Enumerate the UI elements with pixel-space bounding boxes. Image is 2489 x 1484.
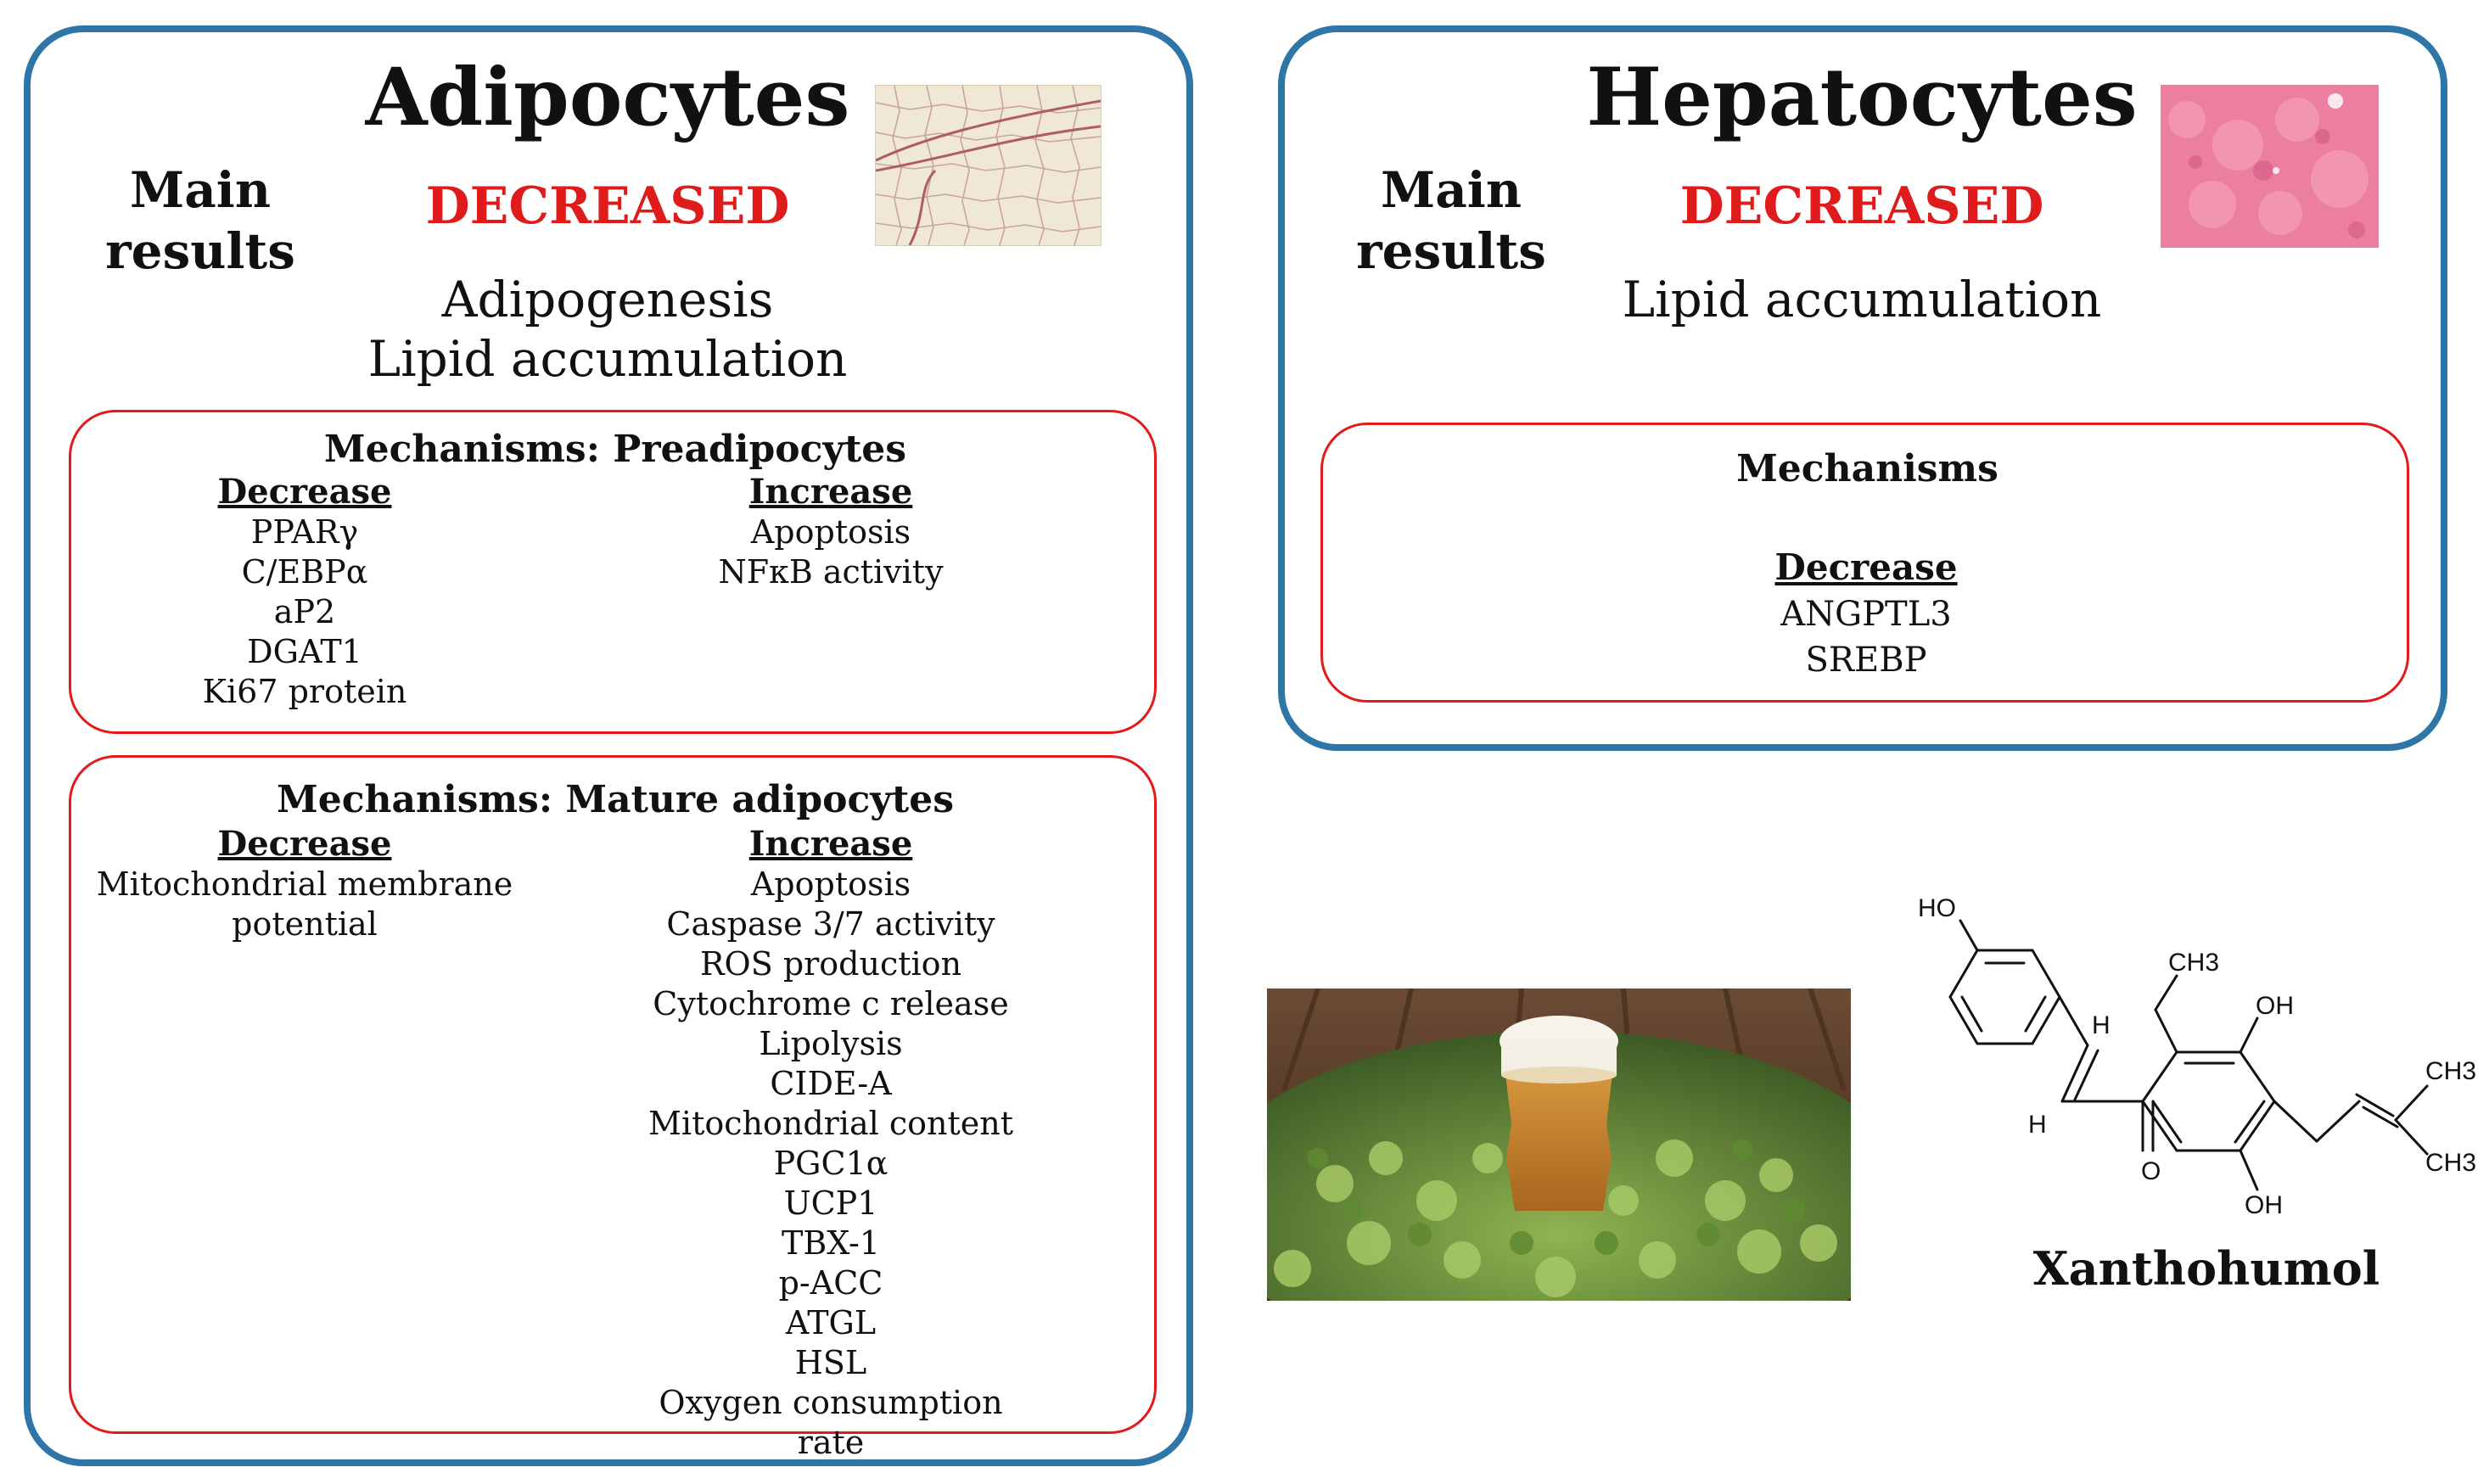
list-item: aP2: [273, 593, 336, 630]
increase-header: Increase: [748, 824, 913, 864]
molecule-atom-label: CH3: [2425, 1057, 2476, 1085]
list-item: Apoptosis: [750, 513, 911, 551]
adipose-histology-image: [875, 85, 1102, 246]
increase-header: Increase: [748, 472, 913, 512]
hepatocytes-results-list: Lipid accumulation: [1522, 270, 2201, 329]
mature-decrease-column: Decrease Mitochondrial membrane potentia…: [84, 824, 525, 944]
list-item: CIDE-A: [770, 1065, 892, 1102]
adipocytes-decreased-label: DECREASED: [425, 176, 790, 236]
molecule-atom-label: CH3: [2168, 949, 2219, 977]
result-item: Adipogenesis: [441, 271, 774, 328]
beer-hops-photo-svg: [1267, 988, 1851, 1301]
decrease-header: Decrease: [217, 824, 392, 864]
hepatocytes-main-results-label: Main results: [1356, 161, 1546, 280]
result-item: Lipid accumulation: [1622, 271, 2102, 328]
list-item: SREBP: [1805, 641, 1927, 680]
preadipocytes-increase-column: Increase Apoptosis NFκB activity: [691, 472, 971, 592]
xanthohumol-structure: HO CH3 OH H H O OH CH3 CH3: [1901, 882, 2486, 1307]
preadipocytes-decrease-column: Decrease PPARγ C/EBPα aP2 DGAT1 Ki67 pro…: [177, 472, 432, 712]
molecule-atom-label: O: [2141, 1157, 2161, 1185]
molecule-atom-label: OH: [2256, 992, 2294, 1020]
list-item: HSL: [794, 1344, 867, 1381]
hepatocytes-decrease-column: Decrease ANGPTL3 SREBP: [1654, 544, 2078, 683]
list-item: ATGL: [785, 1304, 877, 1341]
decrease-header: Decrease: [217, 472, 392, 512]
hepatocytes-panel: Hepatocytes Main results DECREASED Lipid…: [1278, 25, 2447, 751]
list-item: Caspase 3/7 activity: [666, 905, 995, 943]
xanthohumol-structure-svg: HO CH3 OH H H O OH CH3 CH3: [1918, 894, 2476, 1219]
mature-adipocytes-mechanisms-title: Mechanisms: Mature adipocytes: [277, 778, 954, 821]
list-item: Mitochondrial membrane: [96, 865, 513, 903]
list-item: potential: [232, 905, 378, 943]
mature-adipocytes-mechanisms-box: Mechanisms: Mature adipocytes Decrease M…: [69, 755, 1157, 1461]
molecule-atom-label: H: [2092, 1011, 2111, 1039]
preadipocytes-mechanisms-title: Mechanisms: Preadipocytes: [323, 428, 907, 471]
list-item: TBX-1: [782, 1224, 880, 1262]
molecule-atom-label: HO: [1918, 894, 1956, 922]
hepatocytes-mechanisms-title: Mechanisms: [1736, 447, 1998, 490]
list-item: ANGPTL3: [1780, 595, 1952, 634]
molecule-atom-label: OH: [2245, 1191, 2283, 1219]
list-item: PPARγ: [250, 513, 359, 551]
preadipocytes-mechanisms-box: Mechanisms: Preadipocytes Decrease PPARγ…: [69, 410, 1157, 734]
list-item: Apoptosis: [750, 865, 911, 903]
list-item: Ki67 protein: [202, 673, 407, 710]
list-item: DGAT1: [247, 633, 362, 670]
liver-histology-svg: [2161, 86, 2378, 247]
list-item: ROS production: [699, 945, 962, 983]
decrease-header: Decrease: [1774, 546, 1958, 588]
list-item: C/EBPα: [241, 553, 368, 591]
result-item: Lipid accumulation: [367, 330, 848, 388]
list-item: Mitochondrial content: [648, 1105, 1013, 1142]
adipocytes-title: Adipocytes: [365, 51, 850, 144]
list-item: p-ACC: [778, 1264, 883, 1302]
beer-hops-photo: [1267, 988, 1851, 1301]
adipocytes-main-results-label: Main results: [105, 161, 295, 280]
xanthohumol-label: Xanthohumol: [2032, 1241, 2380, 1296]
list-item: Oxygen consumption rate: [659, 1384, 1003, 1461]
molecule-atom-label: CH3: [2425, 1149, 2476, 1177]
hepatocytes-decreased-label: DECREASED: [1679, 176, 2044, 236]
hepatocytes-title: Hepatocytes: [1586, 51, 2138, 144]
liver-histology-image: [2161, 85, 2379, 248]
list-item: Lipolysis: [759, 1025, 903, 1062]
adipose-histology-svg: [876, 86, 1101, 245]
adipocytes-results-list: Adipogenesis Lipid accumulation: [268, 270, 947, 389]
list-item: UCP1: [783, 1184, 878, 1222]
list-item: PGC1α: [773, 1145, 889, 1182]
hepatocytes-mechanisms-box: Mechanisms Decrease ANGPTL3 SREBP: [1320, 423, 2409, 703]
list-item: Cytochrome c release: [653, 985, 1009, 1022]
list-item: NFκB activity: [718, 553, 944, 591]
mature-increase-column: Increase Apoptosis Caspase 3/7 activity …: [631, 824, 1030, 1463]
molecule-atom-label: H: [2028, 1111, 2047, 1139]
adipocytes-panel: Adipocytes Main results DECREASED Adipog…: [24, 25, 1193, 1466]
